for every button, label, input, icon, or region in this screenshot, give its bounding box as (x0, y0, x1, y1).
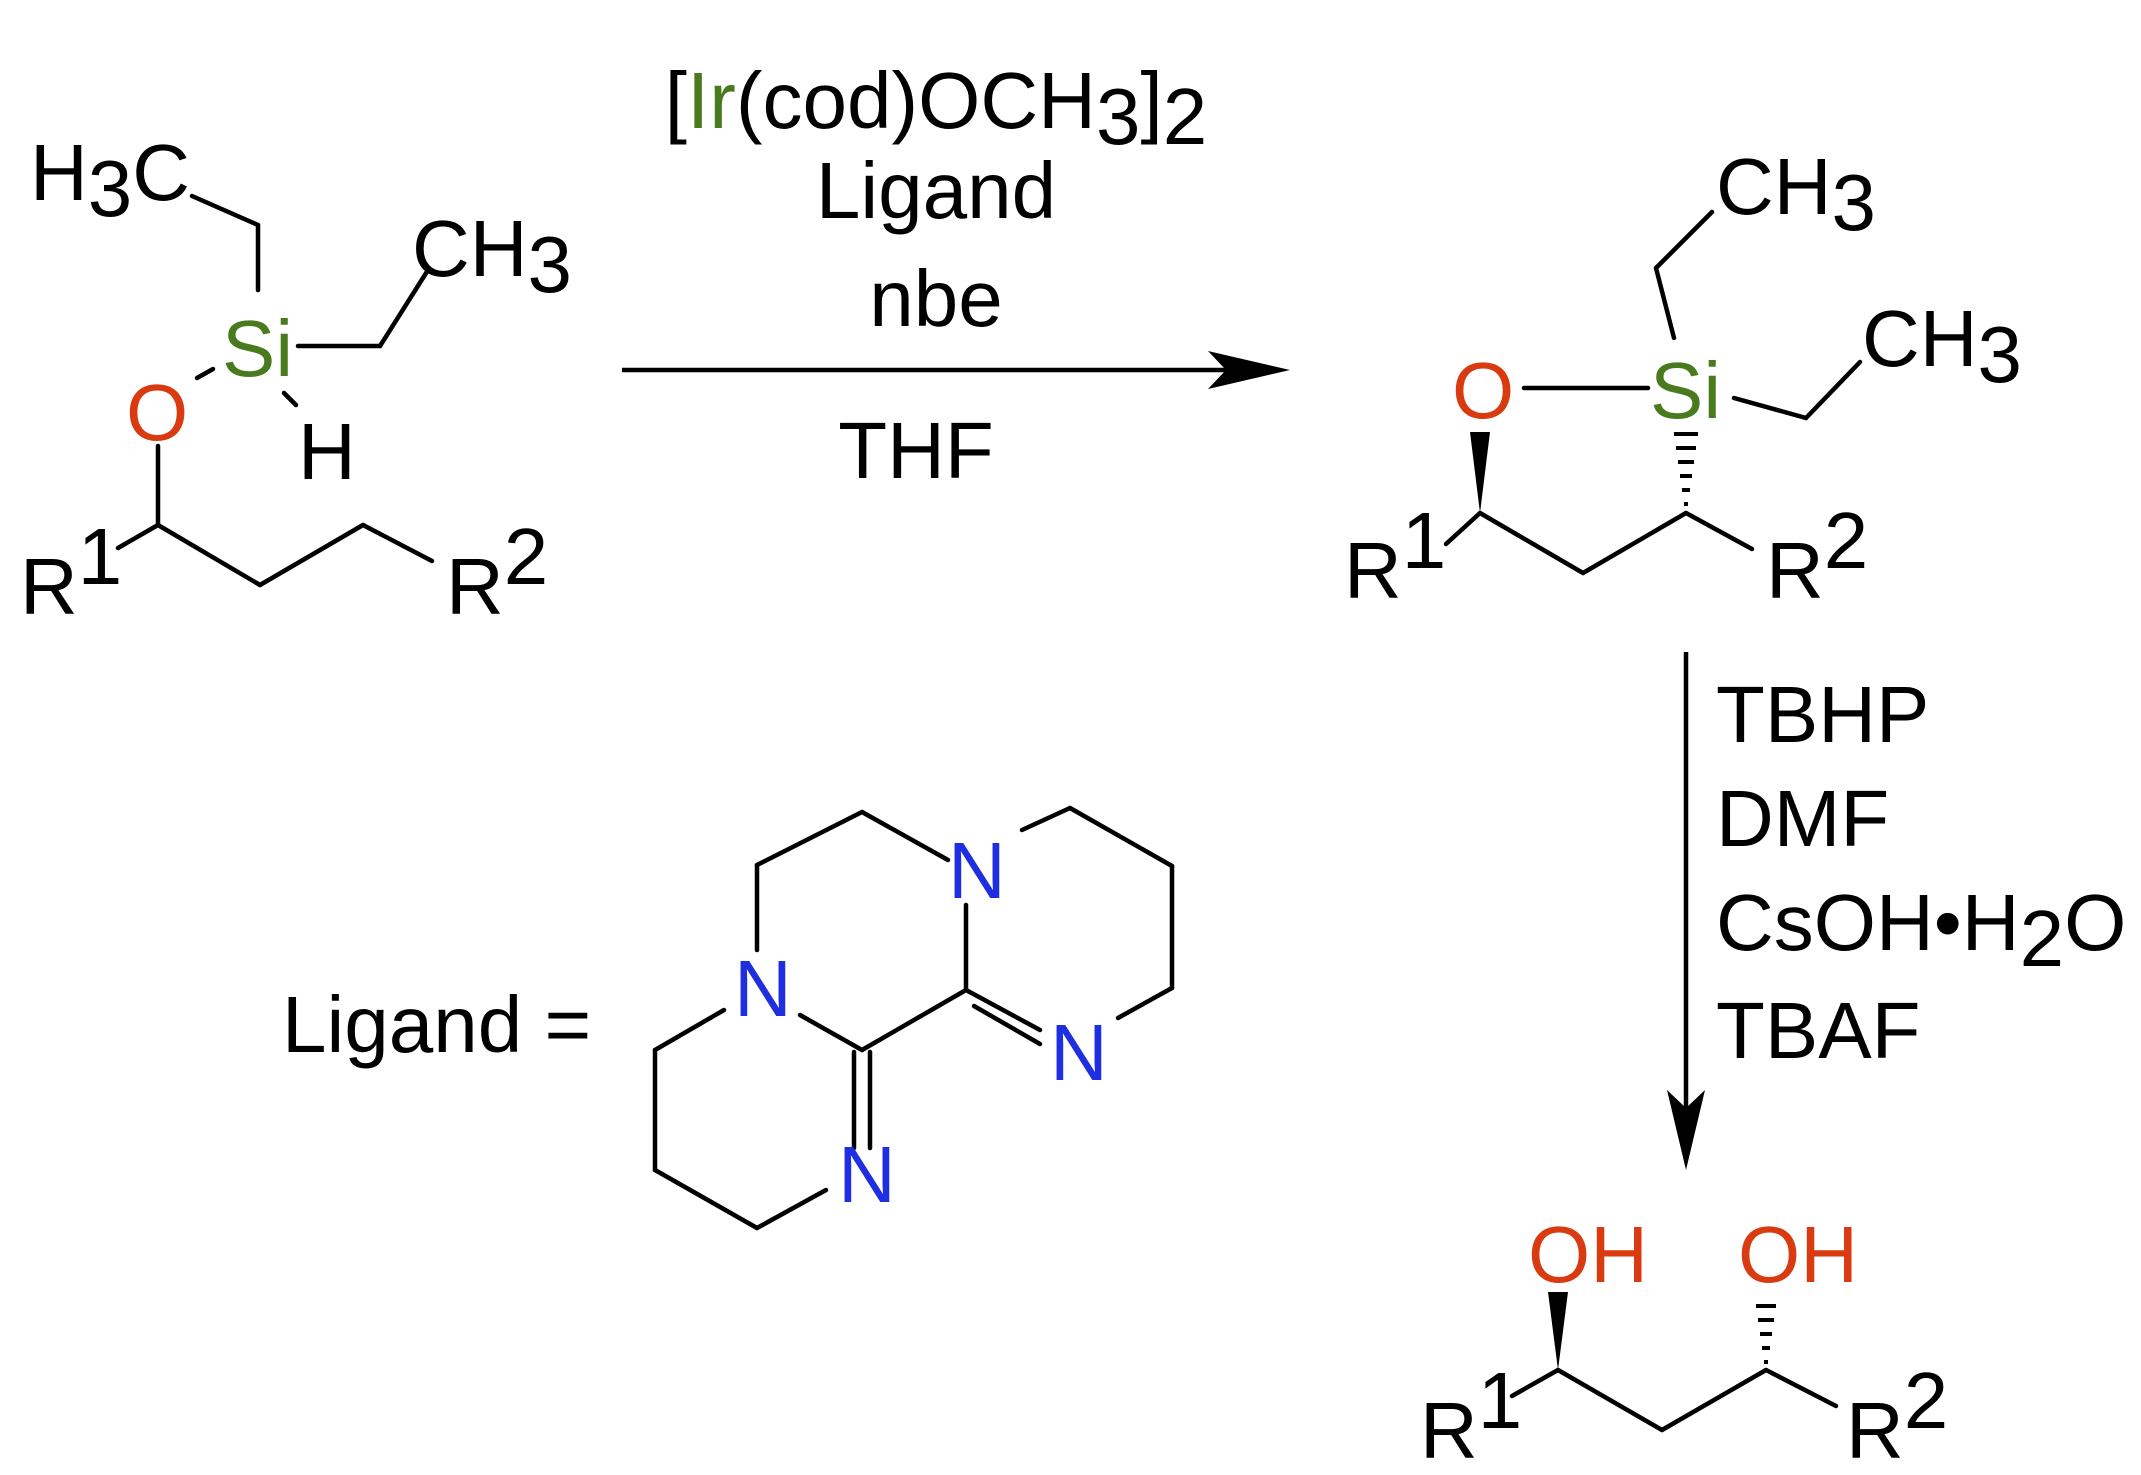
bond-o-si (194, 366, 216, 381)
oxasilolane: O Si CH3 CH3 R1 R2 (1344, 142, 2022, 615)
bond-c-r2 (1683, 510, 1755, 552)
bond-ch2-c (1580, 510, 1689, 576)
bond-si-h (281, 390, 299, 408)
bond-l5 (859, 987, 969, 1053)
bond-l14 (652, 1167, 760, 1231)
label-r1-ring: R1 (1344, 496, 1446, 615)
label-o: O (126, 368, 188, 457)
wedge-bond-c-o (1470, 432, 1490, 513)
bond-ch2-c-diol (1659, 1367, 1769, 1433)
label-ch3: CH3 (412, 204, 572, 309)
label-h3c: H3C (30, 128, 190, 233)
label-o-ring: O (1452, 346, 1514, 435)
diol-product: OH OH R1 R2 (1420, 1210, 1948, 1475)
bond-c3-r2 (360, 522, 435, 564)
label-r1-diol: R1 (1420, 1356, 1522, 1475)
step1-arrow (622, 351, 1290, 389)
label-n-right: N (1050, 1008, 1108, 1097)
bond-l8 (1067, 805, 1175, 869)
step2-arrow (1667, 652, 1705, 1170)
label-n-bottom: N (838, 1130, 896, 1219)
bond-c-r2-diol (1763, 1367, 1839, 1409)
bond-l11 (963, 987, 1043, 1033)
catalyst-label: [Ir(cod)OCH3]2 (665, 56, 1207, 161)
label-r2: R2 (446, 512, 548, 631)
bond-r1-c (1443, 510, 1483, 547)
label-si: Si (222, 304, 293, 393)
label-r1: R1 (20, 512, 122, 631)
bond-si-ch2-right (1731, 395, 1809, 421)
hash-bond-c-si (1674, 432, 1698, 506)
bond-l6 (797, 1012, 865, 1053)
bond-r1-c1 (115, 522, 161, 551)
bond-c2-c3 (257, 522, 366, 588)
hash-bond-c-oh (1756, 1304, 1776, 1364)
csoh-reagent: CsOH•H2O (1716, 878, 2126, 983)
bond-l3 (859, 809, 951, 863)
bond-ch2-ch3right (1803, 359, 1863, 421)
bond-l7 (1019, 805, 1073, 833)
dmf-reagent: DMF (1716, 774, 1889, 863)
bond-r1-c-diol (1509, 1367, 1561, 1399)
arrowhead (1208, 351, 1290, 389)
wedge-bond-c-oh (1548, 1292, 1568, 1370)
thf-solvent: THF (838, 406, 994, 495)
label-si-ring: Si (1650, 346, 1721, 435)
label-ch3-top: CH3 (1716, 142, 1876, 247)
bond-c1-c2 (155, 522, 263, 588)
bond-l12 (652, 1007, 727, 1053)
step1-reagents: [Ir(cod)OCH3]2 Ligand nbe THF (665, 56, 1207, 495)
label-r2-ring: R2 (1766, 496, 1868, 615)
tbhp-reagent: TBHP (1716, 670, 1929, 759)
label-n-top: N (948, 826, 1006, 915)
bond-h3c-ch2 (189, 193, 261, 228)
bond-l11b (971, 1003, 1043, 1047)
bond-l10 (1115, 985, 1175, 1021)
step2-reagents: TBHP DMF CsOH•H2O TBAF (1716, 670, 2126, 1075)
ligand-equals-label: Ligand = (282, 980, 591, 1069)
ligand-structure: Ligand = N N N N (282, 805, 1175, 1231)
bond-l15 (754, 1187, 829, 1231)
label-oh-right: OH (1738, 1210, 1858, 1299)
label-n-left: N (734, 944, 792, 1033)
label-r2-diol: R2 (1846, 1356, 1948, 1475)
nbe-reagent: nbe (869, 254, 1002, 343)
bond-ch2-si-top (1653, 265, 1677, 341)
arrowhead-down (1667, 1090, 1705, 1170)
label-oh-left: OH (1528, 1210, 1648, 1299)
starting-material: H3C CH3 Si O H R1 R2 (20, 128, 572, 631)
bond-l2 (754, 809, 865, 868)
tbaf-reagent: TBAF (1716, 986, 1920, 1075)
bond-ch3top-ch2 (1653, 209, 1715, 271)
ligand-reagent: Ligand (816, 146, 1056, 235)
label-h: H (298, 407, 356, 496)
bond-c-ch2-diol (1555, 1367, 1665, 1433)
bond-c-ch2 (1477, 510, 1586, 576)
label-ch3-right: CH3 (1862, 294, 2022, 399)
bond-ch2-ch3 (377, 267, 431, 349)
